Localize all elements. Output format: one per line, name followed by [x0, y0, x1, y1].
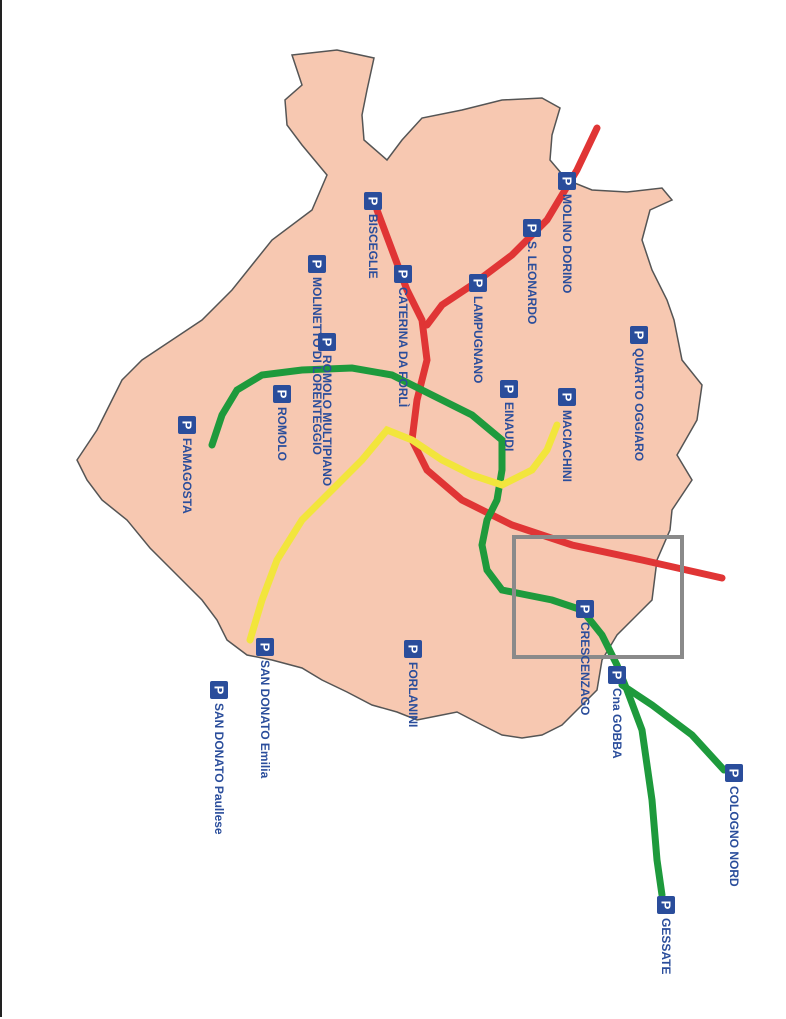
- station-cologno-nord: P COLOGNO NORD: [725, 764, 743, 887]
- station-cascina-gobba: P Cna GOBBA: [608, 666, 626, 759]
- station-s-leonardo: P S. LEONARDO: [523, 219, 541, 324]
- station-label: LAMPUGNANO: [471, 296, 485, 383]
- parking-icon-letter: P: [366, 197, 381, 206]
- parking-icon-letter: P: [502, 385, 517, 394]
- parking-icon: [178, 416, 196, 434]
- station-label: COLOGNO NORD: [727, 786, 741, 887]
- parking-icon-letter: P: [275, 390, 290, 399]
- station-quarto-oggiaro: P QUARTO OGGIARO: [630, 326, 648, 461]
- station-romolo: P ROMOLO: [273, 385, 291, 461]
- station-label: ROMOLO MULTIPIANO: [320, 355, 334, 486]
- station-label: FAMAGOSTA: [180, 438, 194, 514]
- parking-icon: [558, 172, 576, 190]
- station-lampugnano: P LAMPUGNANO: [469, 274, 487, 383]
- station-molinetto: P MOLINETTO DI LORENTEGGIO: [308, 255, 326, 455]
- parking-icon-letter: P: [310, 260, 325, 269]
- parking-icon-letter: P: [560, 177, 575, 186]
- parking-icon: [394, 265, 412, 283]
- station-label: Cna GOBBA: [610, 688, 624, 759]
- parking-icon-letter: P: [258, 643, 273, 652]
- parking-icon: [523, 219, 541, 237]
- parking-icon-letter: P: [320, 338, 335, 347]
- parking-icon: [630, 326, 648, 344]
- station-label: SAN DONATO Paullese: [212, 703, 226, 835]
- station-maciachini: P MACIACHINI: [558, 388, 576, 482]
- parking-icon: [558, 388, 576, 406]
- parking-icon-letter: P: [560, 393, 575, 402]
- station-label: FORLANINI: [406, 662, 420, 727]
- parking-icon: [273, 385, 291, 403]
- parking-icon: [725, 764, 743, 782]
- station-forlanini: P FORLANINI: [404, 640, 422, 727]
- parking-icon: [469, 274, 487, 292]
- parking-icon-letter: P: [212, 686, 227, 695]
- parking-icon-letter: P: [180, 421, 195, 430]
- parking-icon-letter: P: [578, 605, 593, 614]
- highlight-box: [512, 535, 684, 659]
- parking-icon: [404, 640, 422, 658]
- parking-icon-letter: P: [471, 279, 486, 288]
- station-einaudi: P EINAUDI: [500, 380, 518, 451]
- station-bisceglie: P BISCEGLIE: [364, 192, 382, 279]
- parking-icon-letter: P: [525, 224, 540, 233]
- parking-icon: [210, 681, 228, 699]
- station-label: GESSATE: [659, 918, 673, 974]
- station-famagosta: P FAMAGOSTA: [178, 416, 196, 514]
- parking-icon: [608, 666, 626, 684]
- parking-icon: [318, 333, 336, 351]
- station-label: S. LEONARDO: [525, 241, 539, 324]
- parking-icon: [500, 380, 518, 398]
- station-label: MOLINO DORINO: [560, 194, 574, 293]
- city-area: [76, 49, 703, 739]
- station-label: SAN DONATO Emilia: [258, 660, 272, 779]
- station-romolo-multipiano: P ROMOLO MULTIPIANO: [318, 333, 336, 486]
- station-san-donato-paullese: P SAN DONATO Paullese: [210, 681, 228, 835]
- yellow-metro-line: [246, 421, 561, 644]
- red-metro-line-branch: [423, 124, 601, 329]
- parking-icon: [308, 255, 326, 273]
- station-gessate: P GESSATE: [657, 896, 675, 974]
- green-metro-line-branch: [618, 681, 728, 774]
- parking-icon-letter: P: [632, 331, 647, 340]
- station-crescenzago: P CRESCENZAGO: [576, 600, 594, 715]
- station-label: ROMOLO: [275, 407, 289, 461]
- station-molino-dorino: P MOLINO DORINO: [558, 172, 576, 293]
- parking-icon: [657, 896, 675, 914]
- station-label: CATERINA DA FORLÌ: [396, 287, 411, 407]
- parking-icon-letter: P: [659, 901, 674, 910]
- station-san-donato-emilia: P SAN DONATO Emilia: [256, 638, 274, 779]
- parking-icon-letter: P: [610, 671, 625, 680]
- station-caterina-da-forli: P CATERINA DA FORLÌ: [394, 265, 412, 407]
- station-label: EINAUDI: [502, 402, 516, 451]
- parking-icon: [576, 600, 594, 618]
- parking-icon-letter: P: [396, 270, 411, 279]
- parking-icon-letter: P: [727, 769, 742, 778]
- parking-icon: [364, 192, 382, 210]
- station-label: CRESCENZAGO: [578, 622, 592, 715]
- station-label: BISCEGLIE: [366, 214, 380, 279]
- parking-icon-letter: P: [406, 645, 421, 654]
- station-label: QUARTO OGGIARO: [632, 348, 646, 461]
- parking-icon: [256, 638, 274, 656]
- station-label: MOLINETTO DI LORENTEGGIO: [310, 277, 324, 455]
- station-label: MACIACHINI: [560, 410, 574, 482]
